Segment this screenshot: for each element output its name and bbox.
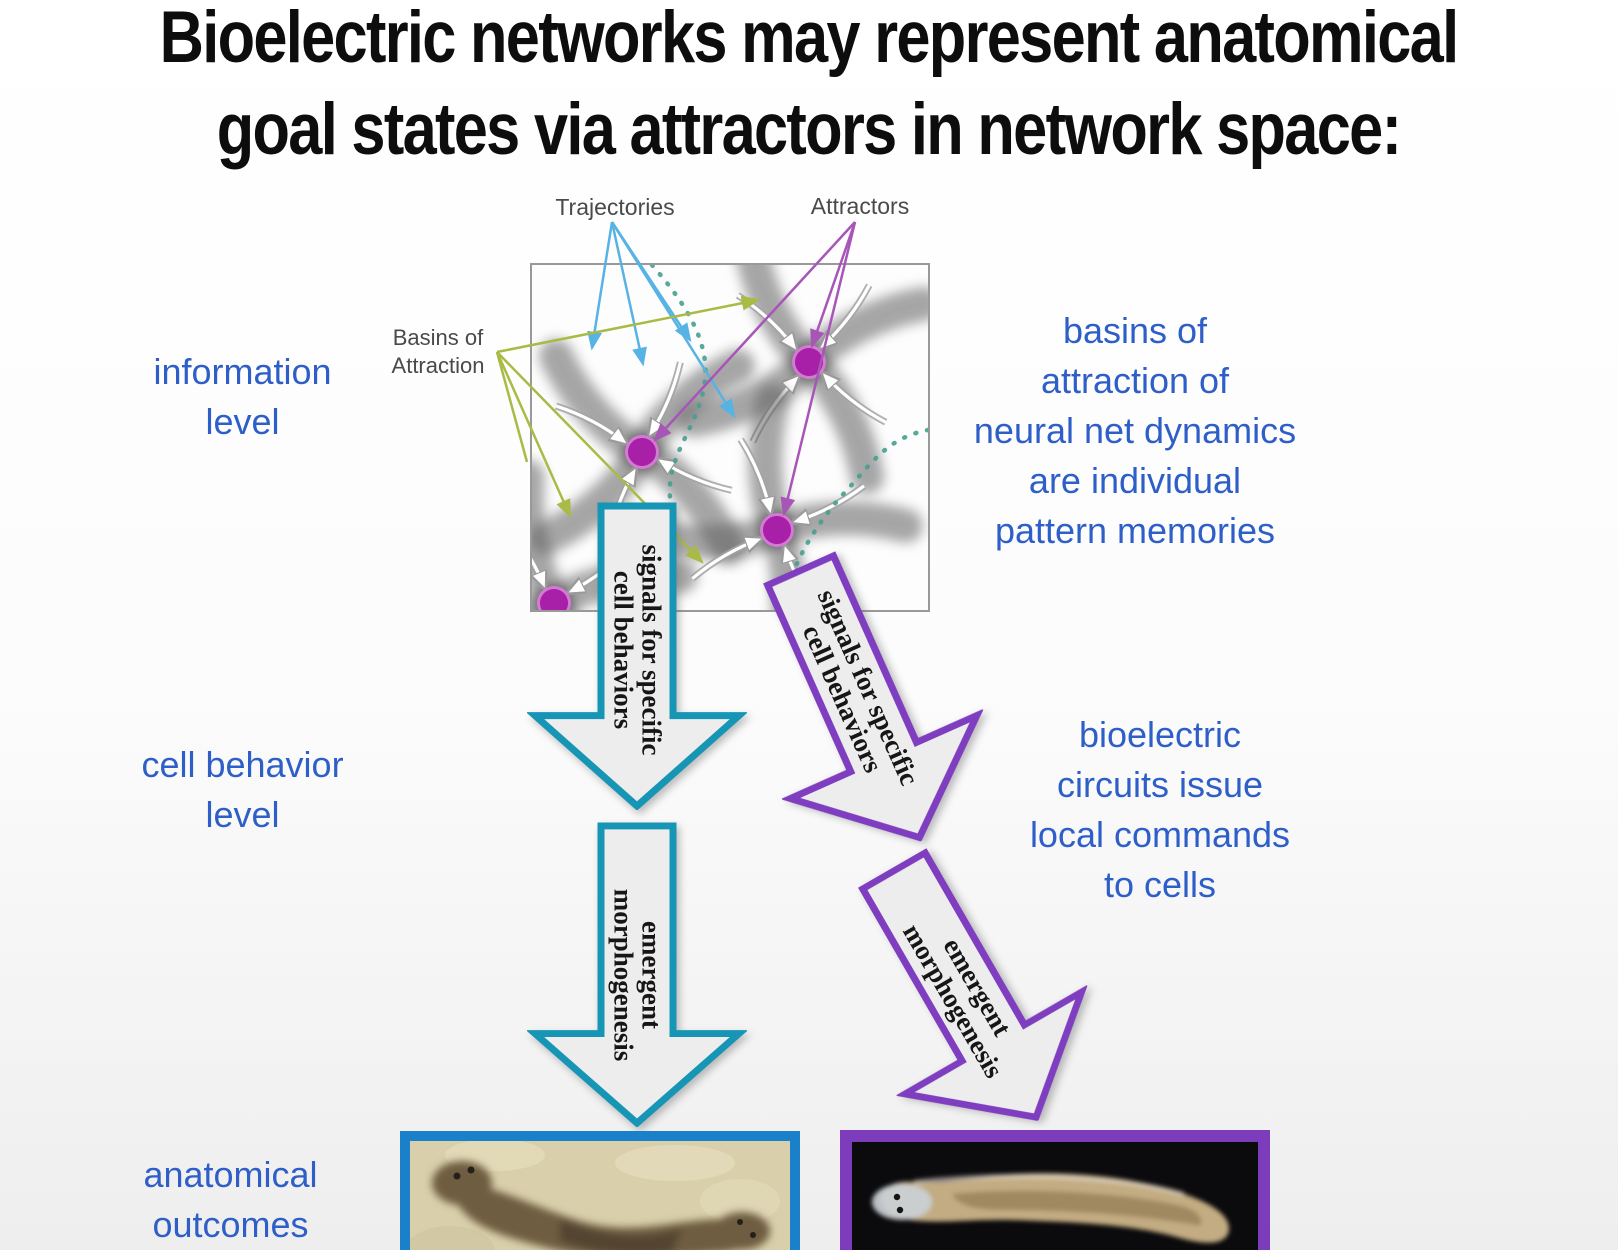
purple-arrow-signals: signals for specific cell behaviors: [698, 522, 1021, 886]
arrow-label-morphogenesis: emergent morphogenesis: [608, 888, 667, 1061]
cell-behavior-level-label: cell behavior level: [141, 744, 344, 835]
information-level-label: information level: [153, 351, 332, 442]
normal-planarian-image: [840, 1130, 1270, 1250]
slide-title: Bioelectric networks may represent anato…: [0, 0, 1618, 174]
purple-arrow-morphogenesis: emergent morphogenesis: [797, 813, 1134, 1176]
teal-arrow-signals: signals for specific cell behaviors: [527, 502, 747, 810]
arrow-label-signals: signals for specific cell behaviors: [608, 544, 667, 756]
two-headed-planarian-image: [400, 1131, 800, 1250]
trajectories-label: Trajectories: [555, 194, 675, 220]
teal-arrow-morphogenesis: emergent morphogenesis: [527, 822, 747, 1127]
slide-title-line1: Bioelectric networks may represent anato…: [160, 0, 1460, 78]
basins-of-attraction-label: Basins of Attraction: [391, 325, 485, 378]
note-pattern-memories: basins of attraction of neural net dynam…: [973, 310, 1297, 551]
anatomical-outcomes-label: anatomical outcomes: [143, 1154, 318, 1245]
note-bioelectric-commands: bioelectric circuits issue local command…: [1029, 714, 1291, 905]
attractors-label: Attractors: [810, 193, 910, 219]
slide-title-line2: goal states via attractors in network sp…: [217, 89, 1402, 170]
